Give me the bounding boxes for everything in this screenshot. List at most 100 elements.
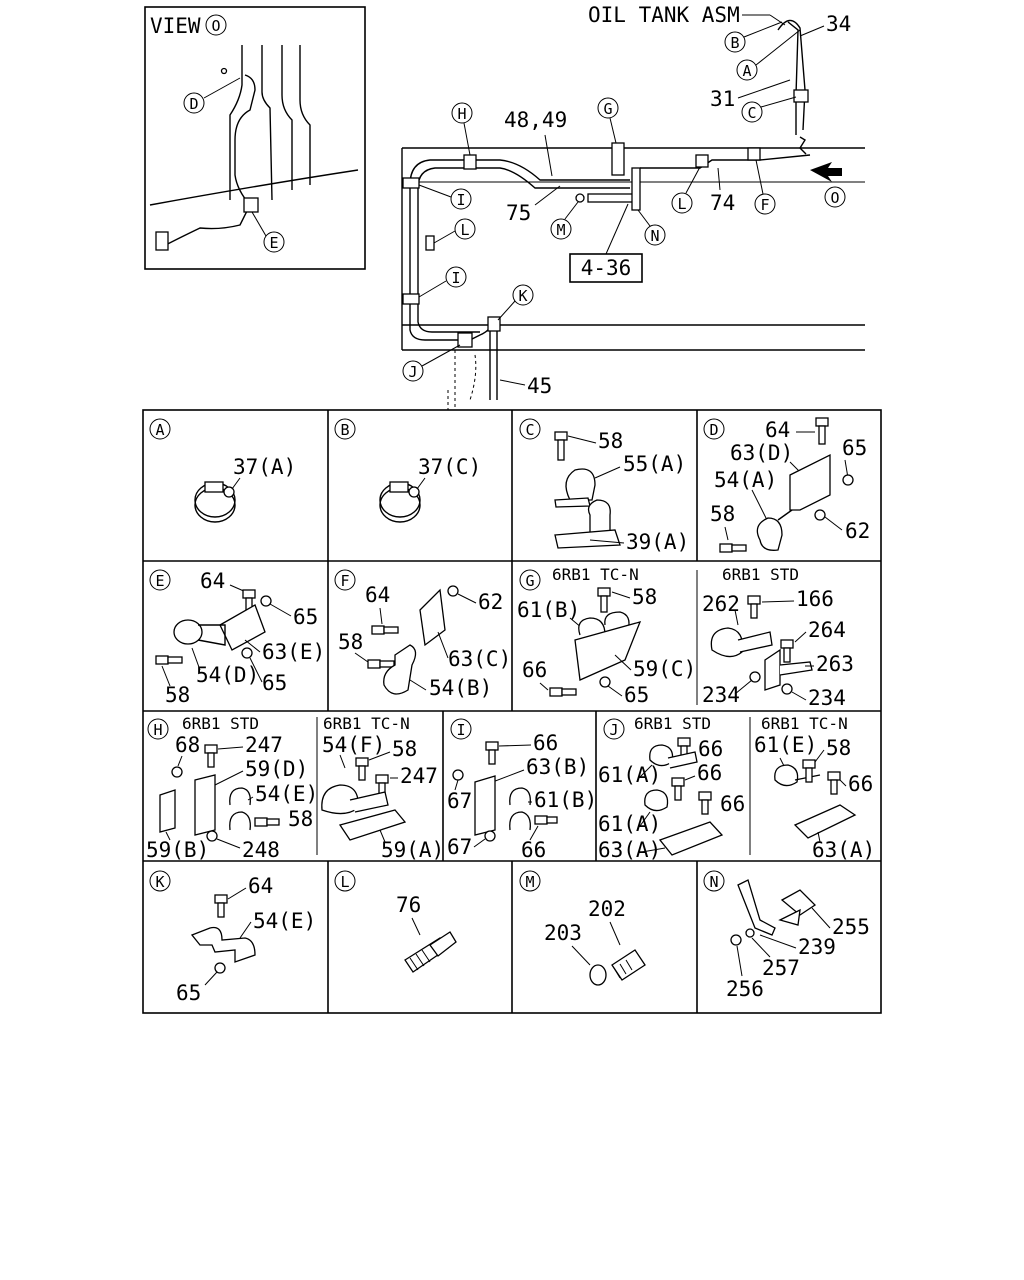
part-label: 54(D) bbox=[196, 663, 259, 687]
part-label: 59(C) bbox=[633, 657, 696, 681]
label-31: 31 bbox=[710, 87, 735, 111]
part-label: 61(A) bbox=[598, 812, 661, 836]
part-label: 61(E) bbox=[754, 733, 817, 757]
part-label: 59(D) bbox=[245, 757, 308, 781]
part-label: 63(D) bbox=[730, 441, 793, 465]
part-label: 67 bbox=[447, 835, 472, 859]
part-label: M bbox=[556, 221, 565, 239]
variant-label: 6RB1 STD bbox=[722, 565, 799, 584]
part-label: O bbox=[830, 189, 839, 207]
part-label: 65 bbox=[262, 671, 287, 695]
cell-i: I 66 63(B) 67 61(B) 67 66 bbox=[447, 718, 597, 862]
part-label: 256 bbox=[726, 977, 764, 1001]
part-label: F bbox=[760, 196, 769, 214]
part-label: 66 bbox=[698, 737, 723, 761]
routing-drawing: OIL TANK ASM 34 31 48,49 75 74 45 4-36 bbox=[401, 3, 865, 410]
cell-n: N 255 239 257 256 bbox=[703, 870, 870, 1001]
part-label: D bbox=[709, 421, 718, 439]
callout-k: K bbox=[497, 284, 534, 321]
cell-k: K 64 54(E) 65 bbox=[149, 870, 316, 1005]
part-label: 247 bbox=[400, 764, 438, 788]
part-label: C bbox=[747, 104, 756, 122]
part-label: 234 bbox=[808, 686, 846, 710]
part-label: 58 bbox=[288, 807, 313, 831]
cell-b: B 37(C) bbox=[334, 418, 481, 523]
part-label: 54(A) bbox=[714, 468, 777, 492]
part-label: 6RB1 STD bbox=[182, 714, 259, 733]
part-label: F bbox=[340, 572, 349, 590]
part-label: 58 bbox=[632, 585, 657, 609]
callout-m: M bbox=[550, 201, 579, 240]
part-label: 62 bbox=[478, 590, 503, 614]
part-label: B bbox=[340, 421, 349, 439]
part-label: K bbox=[155, 873, 164, 891]
part-label: 61(A) bbox=[598, 763, 661, 787]
part-label: 239 bbox=[798, 935, 836, 959]
part-label: 61(B) bbox=[534, 788, 597, 812]
part-label: M bbox=[525, 873, 534, 891]
view-title: VIEW bbox=[150, 14, 201, 38]
part-label: 76 bbox=[396, 893, 421, 917]
view-ref-letter: O bbox=[211, 17, 220, 35]
part-label: E bbox=[155, 572, 164, 590]
part-label: 166 bbox=[796, 587, 834, 611]
part-label: C bbox=[525, 421, 534, 439]
part-label: H bbox=[457, 105, 466, 123]
part-label: 263 bbox=[816, 652, 854, 676]
part-label: 54(E) bbox=[253, 909, 316, 933]
part-label: 61(B) bbox=[517, 598, 580, 622]
part-label: 66 bbox=[720, 792, 745, 816]
part-label: 58 bbox=[165, 683, 190, 707]
callout-l1: L bbox=[433, 218, 476, 244]
view-ref-circle bbox=[205, 14, 227, 36]
callout-a: A bbox=[736, 29, 801, 81]
part-label: 64 bbox=[248, 874, 273, 898]
part-label: I bbox=[456, 721, 465, 739]
view-o-frame bbox=[144, 6, 366, 270]
part-label: 66 bbox=[522, 658, 547, 682]
part-label: 203 bbox=[544, 921, 582, 945]
part-label: 66 bbox=[533, 731, 558, 755]
part-label: 65 bbox=[293, 605, 318, 629]
cell-j: J 6RB1 STD 6RB1 TC-N 66 61(A) 66 66 61(A… bbox=[598, 714, 875, 862]
part-label: 63(B) bbox=[526, 755, 589, 779]
part-label: 66 bbox=[521, 838, 546, 862]
part-label: 64 bbox=[365, 583, 390, 607]
part-label: 6RB1 TC-N bbox=[323, 714, 410, 733]
part-label: 54(E) bbox=[255, 782, 318, 806]
part-label: 58 bbox=[338, 630, 363, 654]
part-label: 58 bbox=[392, 737, 417, 761]
callout-b: B bbox=[724, 21, 783, 53]
part-label: 58 bbox=[826, 736, 851, 760]
part-label: 262 bbox=[702, 592, 740, 616]
part-label: 54(B) bbox=[429, 676, 492, 700]
part-label: G bbox=[525, 572, 534, 590]
callout-c: C bbox=[741, 96, 797, 123]
part-label: 255 bbox=[832, 915, 870, 939]
callout-i1: I bbox=[418, 184, 472, 210]
part-label: 65 bbox=[842, 436, 867, 460]
part-label: 264 bbox=[808, 618, 846, 642]
part-label: 66 bbox=[697, 761, 722, 785]
part-label: 257 bbox=[762, 956, 800, 980]
label-75: 75 bbox=[506, 201, 531, 225]
part-label: 59(A) bbox=[381, 838, 444, 862]
part-label: 248 bbox=[242, 838, 280, 862]
part-label: 67 bbox=[447, 789, 472, 813]
label: 37(A) bbox=[233, 455, 296, 479]
part-label: K bbox=[518, 287, 527, 305]
callout-g: G bbox=[597, 97, 619, 144]
cell-e: E 64 65 63(E) 54(D) 65 58 bbox=[149, 569, 325, 707]
view-callout-d: D bbox=[189, 95, 198, 113]
part-label: 65 bbox=[176, 981, 201, 1005]
part-label: 65 bbox=[624, 683, 649, 707]
variant-label: 6RB1 TC-N bbox=[552, 565, 639, 584]
part-label: 63(C) bbox=[448, 647, 511, 671]
view-o-inset: VIEW O D E bbox=[144, 6, 366, 270]
cell-m: M 202 203 bbox=[519, 870, 646, 986]
part-label: G bbox=[603, 100, 612, 118]
part-label: H bbox=[153, 721, 162, 739]
part-label: 62 bbox=[845, 519, 870, 543]
callout-l2: L bbox=[671, 166, 701, 214]
